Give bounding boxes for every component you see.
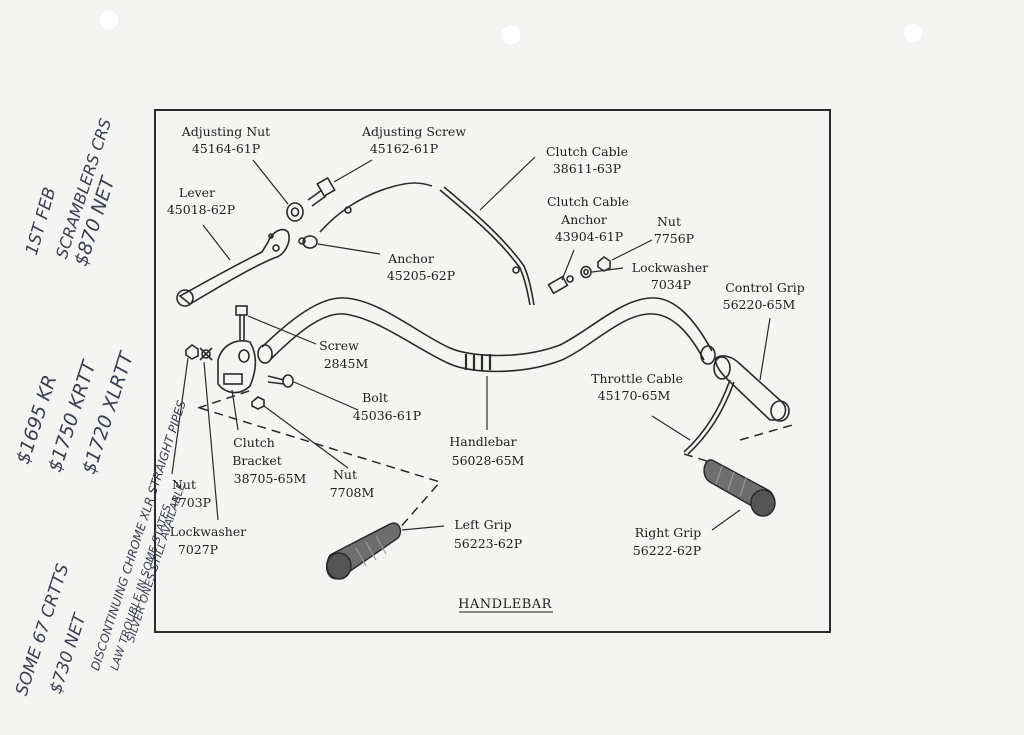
assembly-line-left bbox=[197, 389, 442, 531]
label-lockwasher-7034-name: Lockwasher bbox=[632, 260, 708, 275]
label-screw-number: 2845M bbox=[324, 356, 369, 371]
label-lockwasher-7034-number: 7034P bbox=[651, 277, 691, 292]
label-nut-7756-number: 7756P bbox=[654, 231, 694, 246]
clutch-cable-anchor-drawing bbox=[547, 275, 574, 295]
label-adjusting-nut-number: 45164-61P bbox=[192, 141, 260, 156]
label-adjusting-screw-number: 45162-61P bbox=[370, 141, 438, 156]
label-clutch-cable-anchor-number: 43904-61P bbox=[555, 229, 623, 244]
throttle-cable-drawing bbox=[683, 379, 735, 455]
label-left-grip-name: Left Grip bbox=[454, 517, 511, 532]
adjusting-nut-drawing bbox=[286, 202, 304, 222]
label-adjusting-nut-name: Adjusting Nut bbox=[181, 124, 270, 139]
clutch-bracket-drawing bbox=[217, 340, 257, 394]
leader-lines bbox=[171, 156, 771, 531]
assembly-line-right bbox=[683, 423, 797, 463]
label-throttle-cable-number: 45170-65M bbox=[598, 388, 671, 403]
label-adjusting-screw-name: Adjusting Screw bbox=[361, 124, 466, 139]
label-bolt-name: Bolt bbox=[362, 390, 388, 405]
label-right-grip-number: 56222-62P bbox=[633, 543, 701, 558]
label-lockwasher-7027-number: 7027P bbox=[178, 542, 218, 557]
adjusting-screw-drawing bbox=[307, 176, 336, 207]
label-nut-7703-number: 7703P bbox=[171, 495, 211, 510]
punch-hole bbox=[98, 9, 120, 31]
punch-hole bbox=[902, 22, 924, 44]
left-grip-drawing bbox=[326, 522, 402, 580]
label-nut-7756-name: Nut bbox=[657, 214, 681, 229]
label-clutch-cable-name: Clutch Cable bbox=[546, 144, 628, 159]
label-handlebar-name: Handlebar bbox=[449, 434, 516, 449]
screw-drawing bbox=[235, 305, 248, 340]
control-grip-drawing bbox=[713, 355, 790, 422]
label-clutch-bracket-name-1: Clutch bbox=[233, 435, 275, 450]
label-clutch-bracket-number: 38705-65M bbox=[234, 471, 307, 486]
diagram-frame bbox=[154, 109, 831, 633]
punch-hole bbox=[500, 24, 522, 46]
nut-7756-drawing bbox=[597, 256, 611, 272]
label-right-grip-name: Right Grip bbox=[635, 525, 701, 540]
label-control-grip-name: Control Grip bbox=[725, 280, 805, 295]
label-lever-number: 45018-62P bbox=[167, 202, 235, 217]
label-nut-7703-name: Nut bbox=[172, 477, 196, 492]
label-handlebar-number: 56028-65M bbox=[452, 453, 525, 468]
lockwasher-7027-drawing bbox=[199, 347, 213, 361]
lockwasher-7034-drawing bbox=[580, 265, 592, 279]
label-throttle-cable-name: Throttle Cable bbox=[591, 371, 683, 386]
right-grip-drawing bbox=[703, 459, 776, 517]
nut-7708-drawing bbox=[251, 396, 265, 410]
label-nut-7708-name: Nut bbox=[333, 467, 357, 482]
diagram-title: HANDLEBAR bbox=[458, 597, 553, 612]
label-clutch-cable-anchor-name-2: Anchor bbox=[560, 212, 607, 227]
nut-7703-drawing bbox=[185, 344, 199, 360]
label-left-grip-number: 56223-62P bbox=[454, 536, 522, 551]
label-clutch-bracket-name-2: Bracket bbox=[232, 453, 282, 468]
label-control-grip-number: 56220-65M bbox=[723, 297, 796, 312]
handlebar-drawing bbox=[257, 297, 716, 373]
bolt-drawing bbox=[267, 374, 294, 388]
label-bolt-number: 45036-61P bbox=[353, 408, 421, 423]
label-screw-name: Screw bbox=[319, 338, 359, 353]
anchor-drawing bbox=[298, 235, 318, 249]
label-clutch-cable-anchor-name-1: Clutch Cable bbox=[547, 194, 629, 209]
clutch-cable-drawing bbox=[319, 182, 535, 306]
label-anchor-name: Anchor bbox=[387, 251, 434, 266]
label-lockwasher-7027-name: Lockwasher bbox=[170, 524, 246, 539]
lever-drawing bbox=[176, 228, 290, 307]
label-nut-7708-number: 7708M bbox=[330, 485, 375, 500]
label-lever-name: Lever bbox=[179, 185, 215, 200]
label-anchor-number: 45205-62P bbox=[387, 268, 455, 283]
label-clutch-cable-number: 38611-63P bbox=[553, 161, 621, 176]
